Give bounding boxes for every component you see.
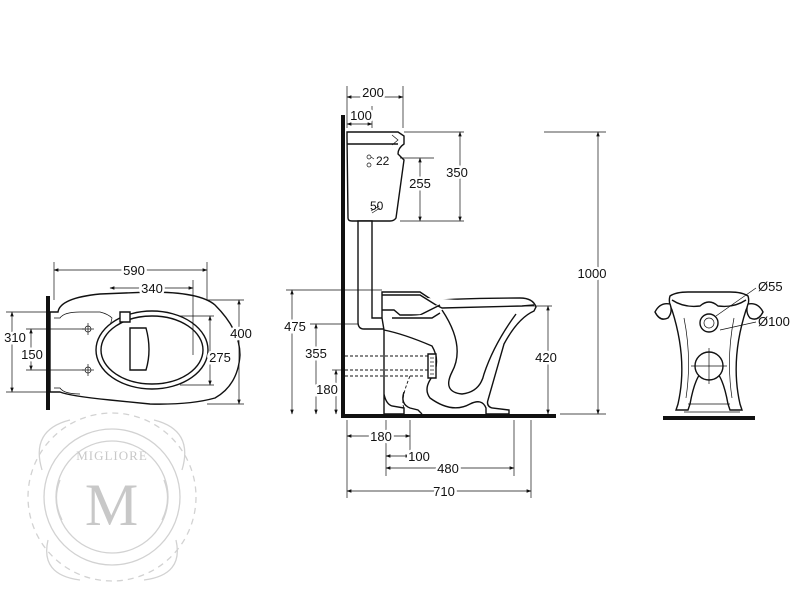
dim-bowl-height: 420 <box>535 350 557 365</box>
dim-cistern-depth: 200 <box>362 85 384 100</box>
dim-top-width: 590 <box>123 263 145 278</box>
dim-seat-width: 340 <box>141 281 163 296</box>
brand-watermark: MIGLIORE M <box>27 412 197 582</box>
dim-top-depth: 400 <box>230 326 252 341</box>
dim-total-height: 1000 <box>578 266 607 281</box>
dim-inlet-height: 255 <box>409 176 431 191</box>
top-view: 590 340 400 275 310 150 <box>2 261 254 410</box>
dim-seat-height: 475 <box>284 319 306 334</box>
dim-cistern-height: 350 <box>446 165 468 180</box>
dim-seat-depth: 275 <box>209 350 231 365</box>
dim-fixing-span: 310 <box>4 330 26 345</box>
watermark-brand: MIGLIORE <box>76 448 148 463</box>
dim-cistern-offset: 100 <box>350 108 372 123</box>
dim-outlet-height-180: 180 <box>316 382 338 397</box>
dim-inlet-diameter: 22 <box>376 154 390 168</box>
dim-inlet-diameter-55: Ø55 <box>758 279 783 294</box>
dim-outlet-width: 100 <box>408 449 430 464</box>
side-view: 200 100 350 255 22 50 1000 420 475 355 <box>282 83 609 502</box>
front-view: Ø55 Ø100 <box>654 279 790 420</box>
dim-outlet-diameter-100: Ø100 <box>758 314 790 329</box>
dim-flush-pipe-diameter: 50 <box>370 199 384 213</box>
dim-fixing-spacing: 150 <box>21 347 43 362</box>
dim-total-length: 710 <box>433 484 455 499</box>
dim-outlet-height-355: 355 <box>305 346 327 361</box>
watermark-monogram: M <box>85 472 139 538</box>
dim-bowl-length: 480 <box>437 461 459 476</box>
dim-outlet-distance: 180 <box>370 429 392 444</box>
